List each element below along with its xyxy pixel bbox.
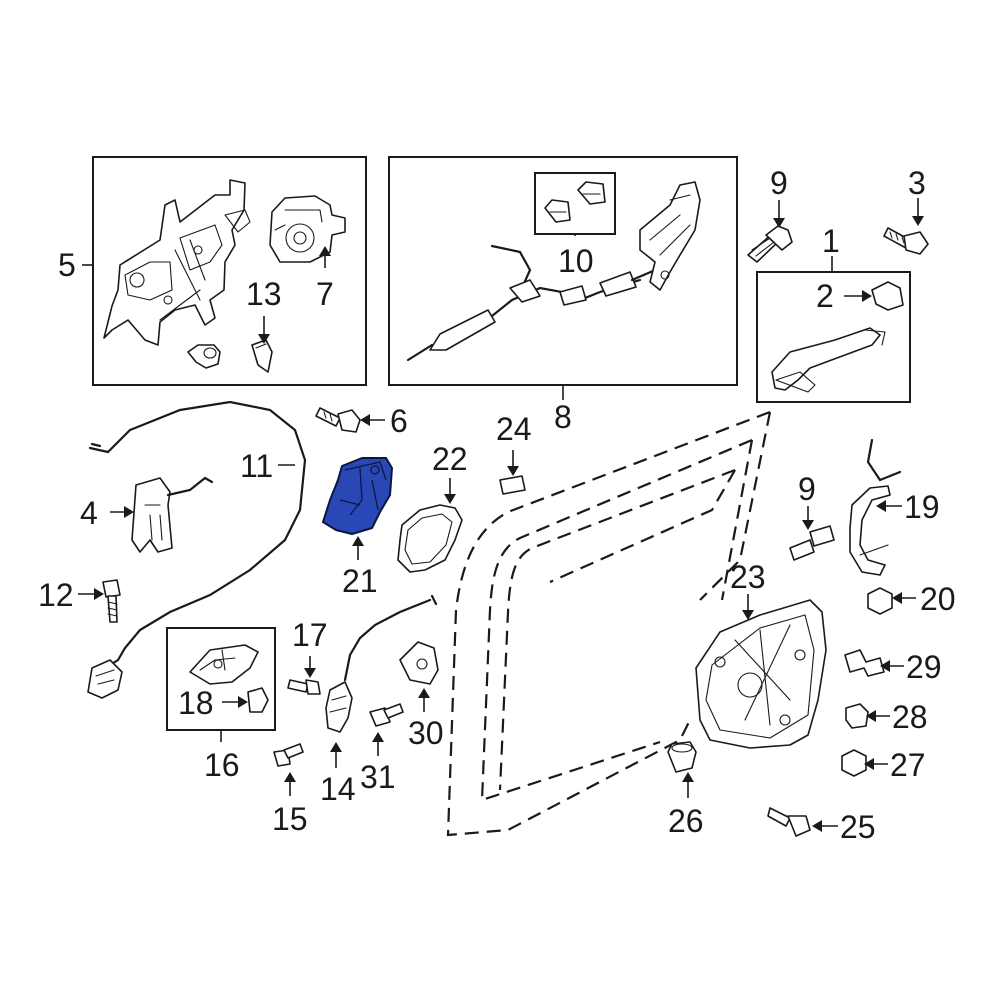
callout-17: 17 (292, 617, 328, 653)
bolt-part-12 (102, 579, 121, 623)
callout-5: 5 (58, 247, 76, 283)
callout-23: 23 (730, 559, 766, 595)
callout-15: 15 (272, 801, 308, 837)
callout-7: 7 (316, 276, 334, 312)
switch-part-14 (325, 594, 438, 733)
nut-part-20 (867, 587, 893, 615)
callout-2: 2 (816, 278, 834, 314)
outside-handle-part (771, 327, 886, 393)
callout-20: 20 (920, 581, 956, 617)
lock-motor-part (269, 195, 346, 263)
screw-part-25 (767, 807, 811, 837)
callout-9-right: 9 (798, 471, 816, 507)
bolt-part-9-right (789, 525, 835, 561)
leader-lines (78, 198, 924, 832)
clips-part-10 (544, 181, 606, 223)
pad-part-24 (499, 475, 526, 495)
clip-part-18 (247, 687, 269, 713)
group-box-5 (92, 156, 367, 386)
callout-13: 13 (246, 276, 282, 312)
callout-9-top: 9 (770, 165, 788, 201)
seal-part-22 (397, 504, 463, 573)
callout-3: 3 (908, 165, 926, 201)
callout-25: 25 (840, 809, 876, 845)
clip-part-29 (844, 649, 885, 677)
bolt-part-17 (287, 679, 321, 695)
callout-19: 19 (904, 489, 940, 525)
bolt-part-15 (273, 743, 304, 767)
callout-21: 21 (342, 563, 378, 599)
callout-18: 18 (178, 685, 214, 721)
handle-cap-part-2 (871, 281, 904, 311)
bolt-part-6 (315, 407, 361, 433)
callout-8: 8 (554, 399, 572, 435)
bolt-part-31 (369, 703, 404, 727)
callout-6: 6 (390, 403, 408, 439)
callout-labels: 5 7 13 8 10 9 3 1 2 6 11 4 12 21 22 24 1… (38, 165, 956, 845)
callout-27: 27 (890, 747, 926, 783)
callout-4: 4 (80, 495, 98, 531)
callout-30: 30 (408, 715, 444, 751)
callout-29: 29 (906, 649, 942, 685)
rod-part-19 (849, 438, 902, 576)
nut-part-27 (841, 749, 867, 777)
cable-part-11 (87, 400, 307, 699)
group-box-1 (756, 271, 911, 403)
plug-part-28 (845, 703, 869, 729)
callout-24: 24 (496, 411, 532, 447)
striker-part-30 (399, 641, 439, 685)
bracket-part-16 (189, 644, 259, 685)
lock-cover-part-21-highlighted (322, 457, 393, 535)
grommet-part-26 (667, 741, 697, 773)
door-outline (446, 410, 772, 837)
callout-28: 28 (892, 699, 928, 735)
screw-part-3 (883, 227, 929, 255)
callout-14: 14 (320, 771, 356, 807)
lock-actuator-part (103, 179, 251, 346)
callout-31: 31 (360, 759, 396, 795)
callout-1: 1 (822, 223, 840, 259)
callout-12: 12 (38, 577, 74, 613)
clip-part-13 (251, 339, 273, 373)
grommet-part-in-5 (187, 344, 221, 369)
lock-cable-assembly-part (406, 181, 701, 362)
group-box-10 (534, 172, 616, 235)
regulator-panel-part-23 (695, 599, 827, 749)
callout-10: 10 (558, 243, 594, 279)
callout-22: 22 (432, 441, 468, 477)
callout-26: 26 (668, 803, 704, 839)
callout-11: 11 (240, 448, 273, 484)
callout-16: 16 (204, 747, 240, 783)
bolt-part-9-top (747, 225, 793, 263)
lever-part-4 (131, 476, 214, 553)
